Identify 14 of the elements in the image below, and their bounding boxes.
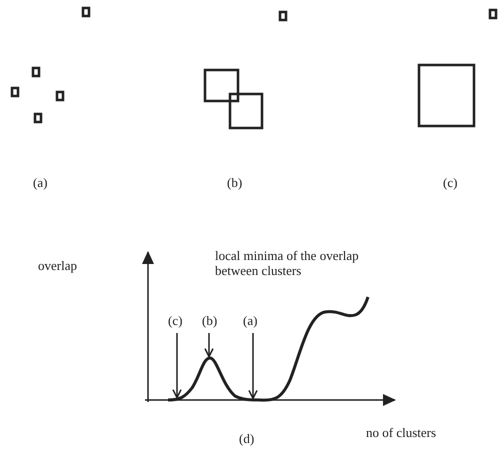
panel-label: (c): [443, 175, 458, 190]
annotation-text: local minima of the overlap between clusters: [215, 248, 360, 278]
panel-label: (b): [227, 175, 242, 190]
callout-label: (a): [243, 313, 258, 328]
axis-title: overlap: [38, 258, 77, 273]
arrow: [172, 333, 182, 398]
callout-label: (c): [168, 313, 182, 328]
panel-label: (d): [239, 431, 254, 446]
overlap-curve: [168, 296, 370, 402]
axis-title: no of clusters: [366, 425, 436, 440]
callout-label: (b): [202, 313, 218, 328]
arrow: [204, 333, 214, 358]
arrow: [248, 333, 258, 400]
panel-label: (a): [33, 175, 48, 190]
